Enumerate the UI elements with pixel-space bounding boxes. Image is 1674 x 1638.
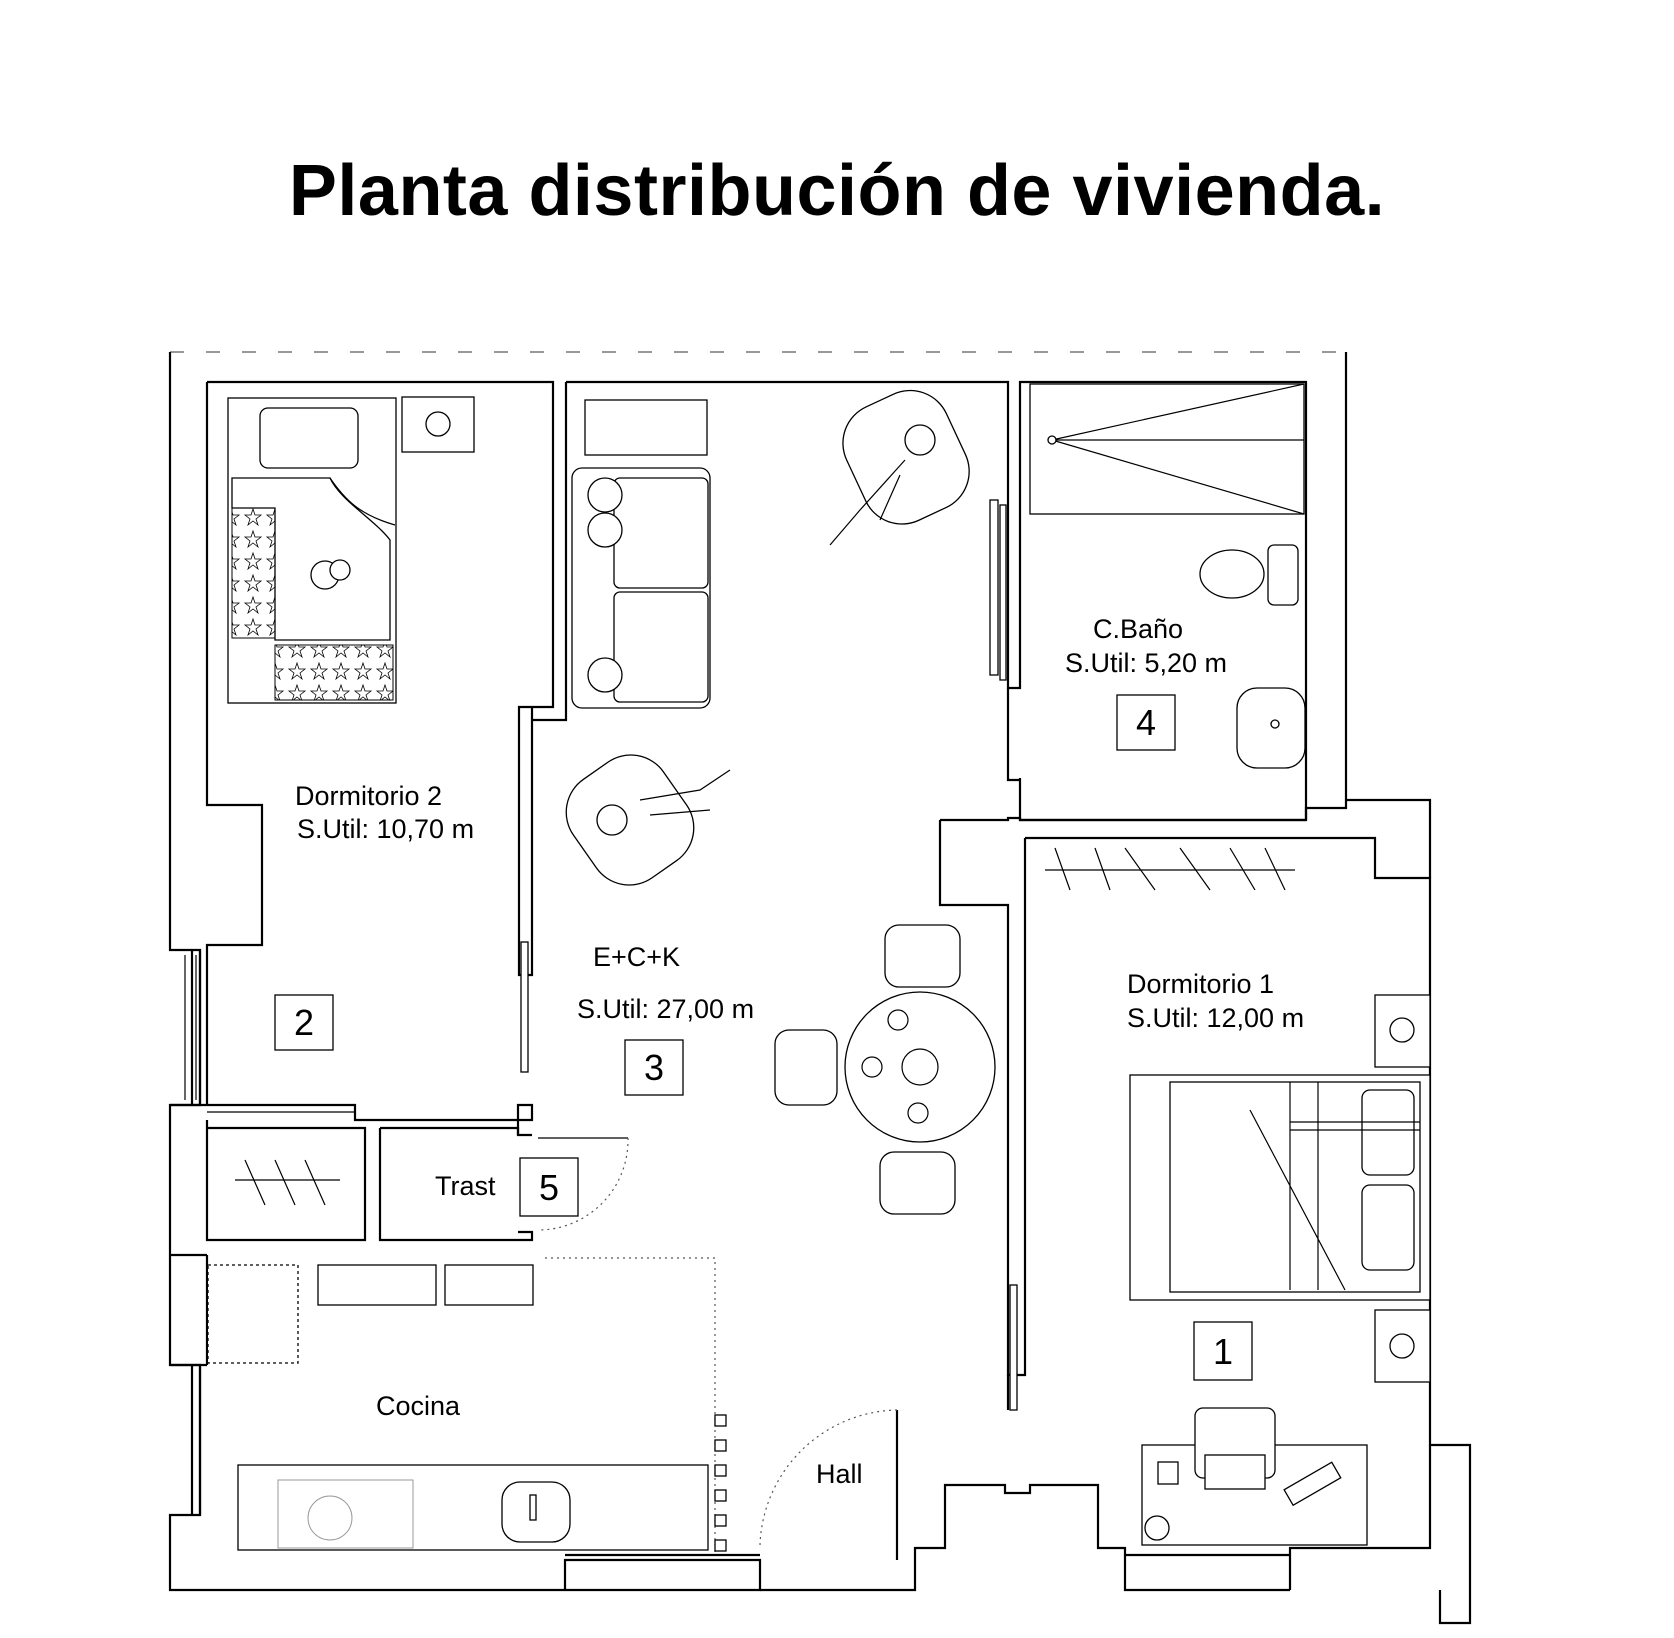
room-name: Dormitorio 1 — [1127, 969, 1274, 999]
doors — [520, 499, 1018, 1560]
room-trastero: Trast 5 — [435, 1157, 579, 1217]
kitchen — [207, 1257, 727, 1555]
walls — [168, 352, 1472, 1625]
room-number-box — [1116, 694, 1176, 751]
room-area: S.Util: 12,00 m — [1127, 1003, 1304, 1033]
room-number: 1 — [1213, 1331, 1233, 1372]
room-number: 2 — [294, 1002, 314, 1043]
armchair-bottom — [565, 754, 731, 886]
armchair-top — [829, 389, 970, 546]
room-area: S.Util: 10,70 m — [297, 814, 474, 844]
storage-racks — [235, 1159, 340, 1206]
toilet — [1199, 544, 1299, 606]
wardrobe-dorm1 — [1045, 847, 1295, 891]
bed-dorm2 — [227, 397, 397, 704]
washbasin — [1236, 687, 1306, 769]
room-number-box — [274, 994, 334, 1051]
room-cocina: Cocina — [376, 1391, 461, 1421]
room-name: Trast — [435, 1171, 496, 1201]
page-title: Planta distribución de vivienda. — [288, 151, 1386, 231]
room-name: Dormitorio 2 — [295, 781, 442, 811]
room-name: E+C+K — [593, 942, 680, 972]
room-number: 5 — [539, 1167, 559, 1208]
room-number: 3 — [644, 1047, 664, 1088]
dining-table — [774, 924, 996, 1215]
room-name: Hall — [816, 1459, 863, 1489]
shower — [1029, 383, 1305, 515]
room-number-box — [1193, 1321, 1253, 1381]
nightstands-dorm1 — [1374, 994, 1431, 1383]
room-area: S.Util: 27,00 m — [577, 994, 754, 1024]
room-name: Cocina — [376, 1391, 461, 1421]
room-hall: Hall — [816, 1459, 863, 1489]
desk-dorm1 — [1141, 1407, 1368, 1546]
room-dormitorio-1: Dormitorio 1 S.Util: 12,00 m 1 — [1127, 969, 1304, 1381]
nightstand-dorm2 — [401, 396, 475, 453]
room-dormitorio-2: Dormitorio 2 S.Util: 10,70 m 2 — [274, 781, 474, 1051]
room-number: 4 — [1136, 702, 1156, 743]
room-number-box — [624, 1039, 684, 1096]
room-number-box — [519, 1157, 579, 1217]
bed-dorm1 — [1129, 1074, 1431, 1301]
room-area: S.Util: 5,20 m — [1065, 648, 1227, 678]
room-bano: C.Baño S.Util: 5,20 m 4 — [1065, 614, 1227, 751]
room-name: C.Baño — [1093, 614, 1183, 644]
sofa — [571, 399, 711, 709]
room-ecK: E+C+K S.Util: 27,00 m 3 — [577, 942, 754, 1096]
